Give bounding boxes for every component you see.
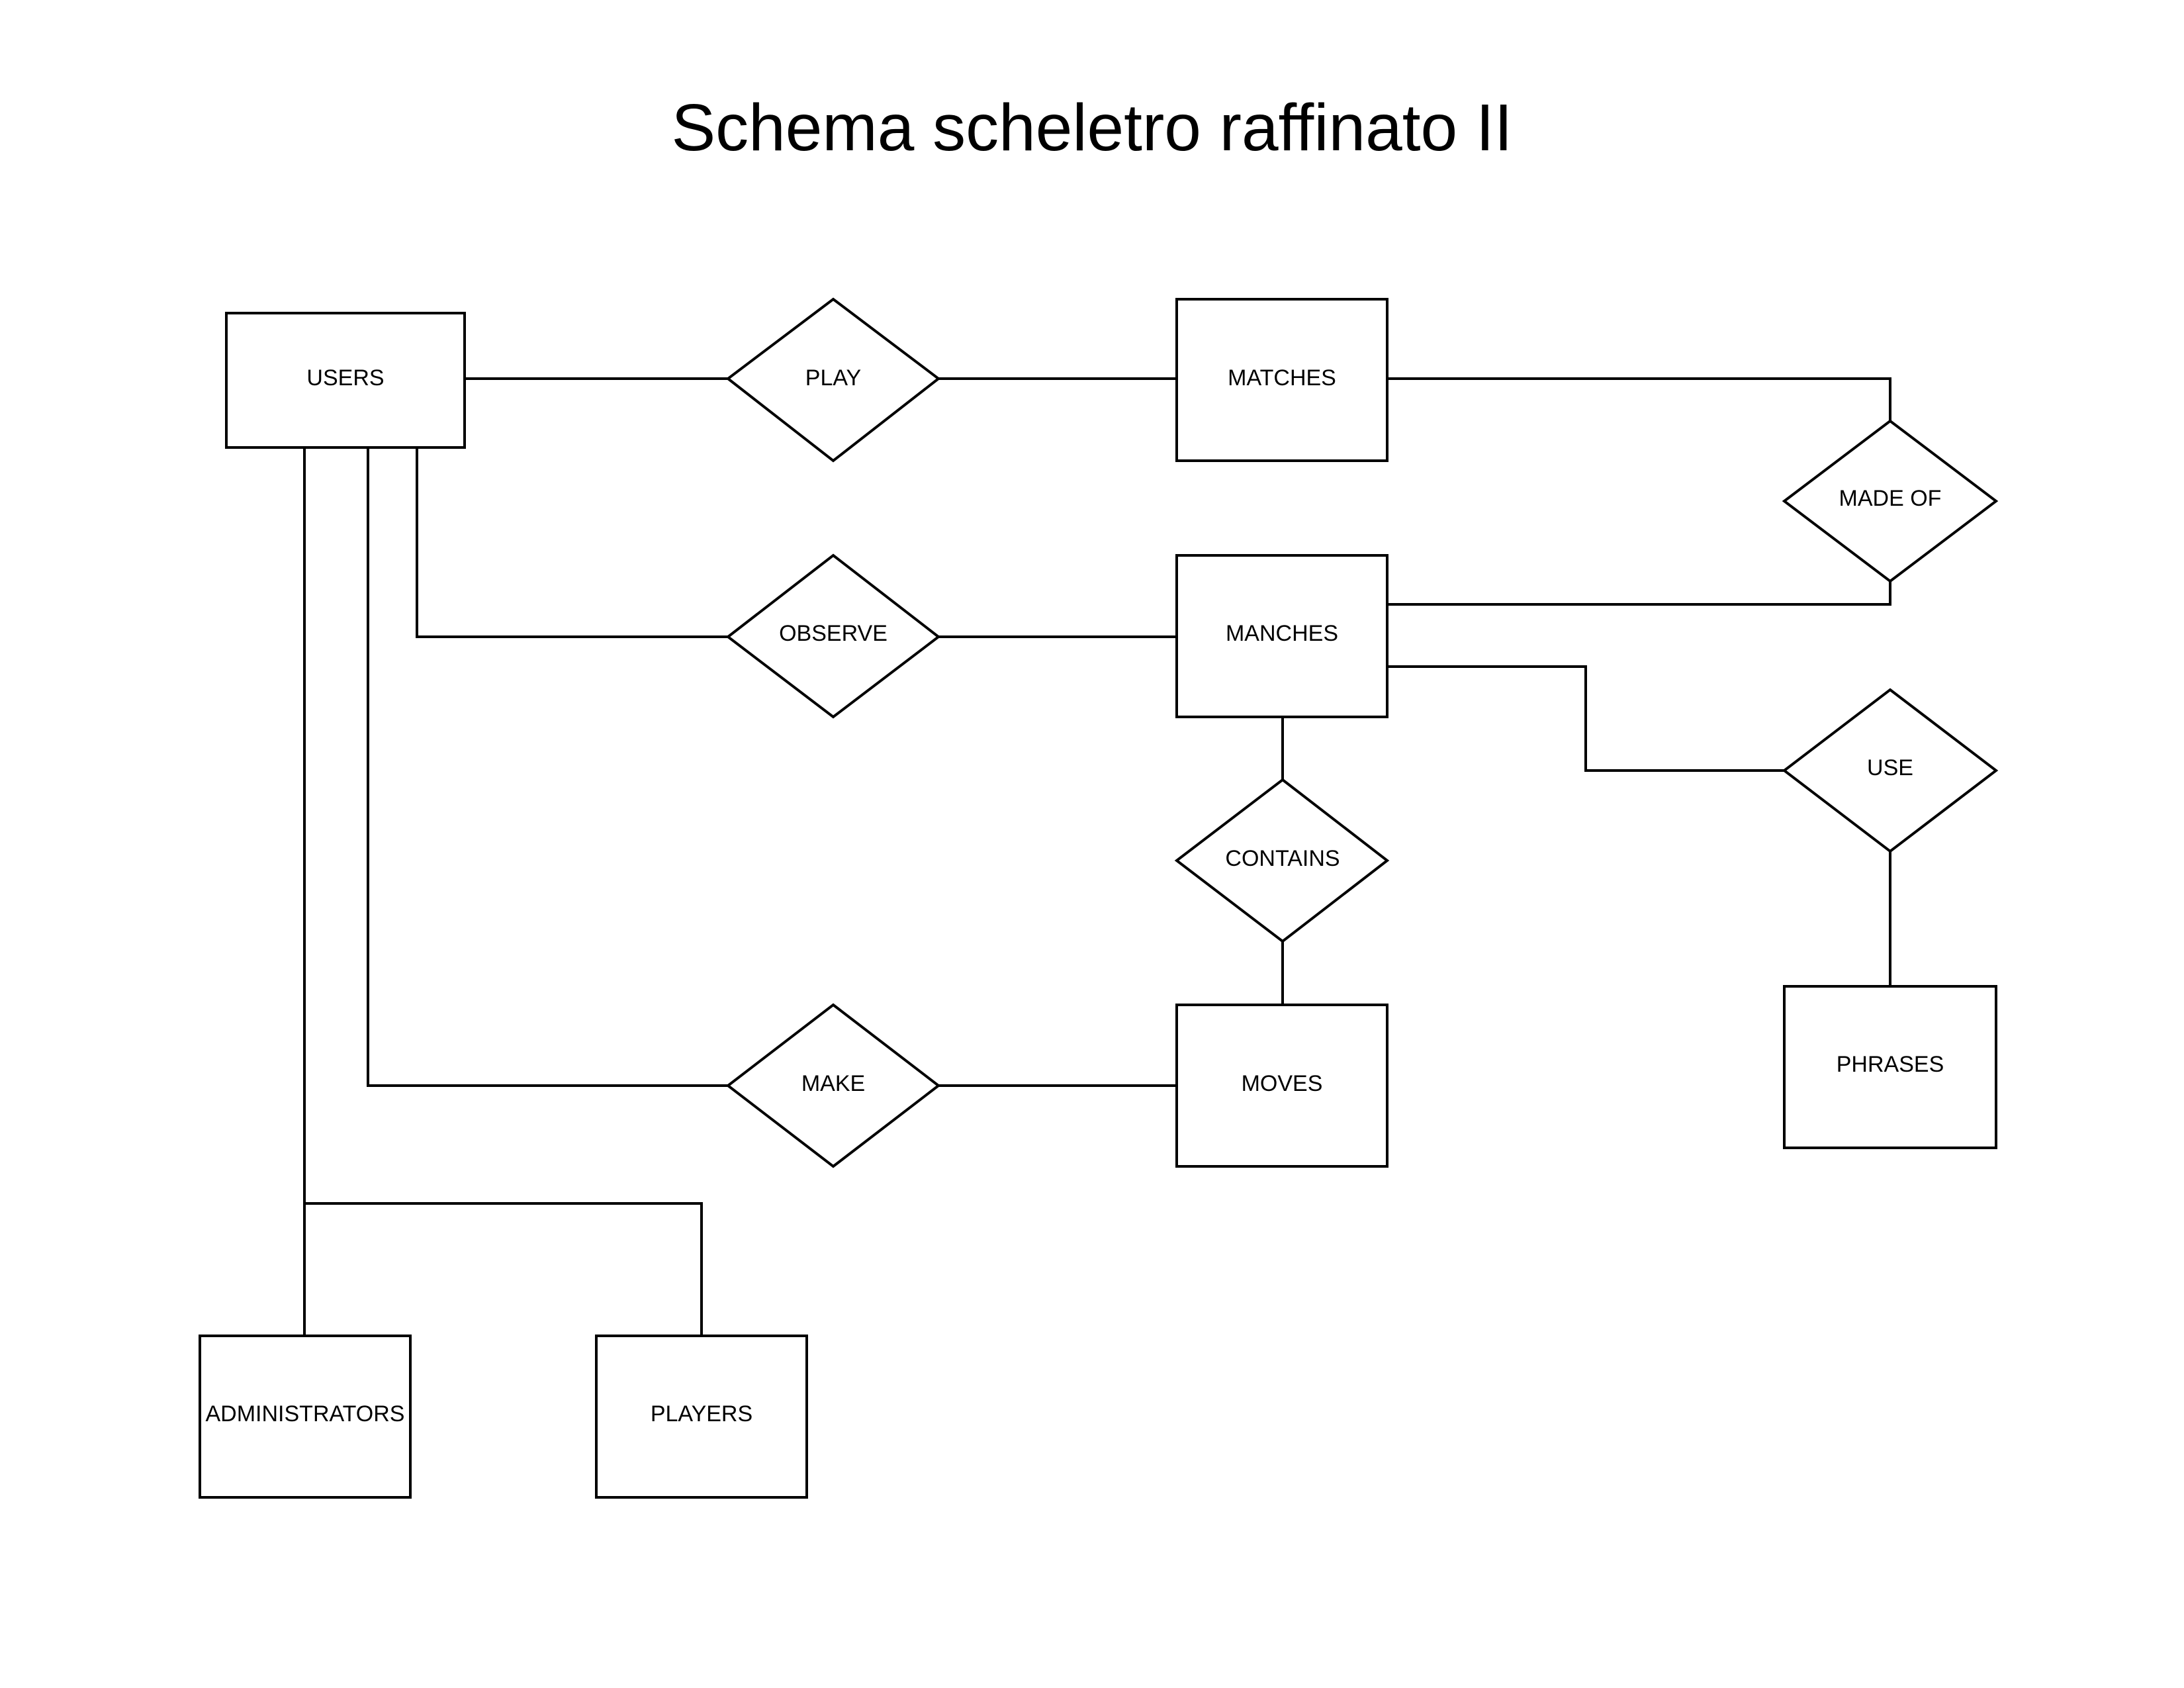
connector-manches-use xyxy=(1387,665,1784,772)
entity-label: MATCHES xyxy=(1228,365,1336,391)
connector-users-observe xyxy=(416,447,728,638)
relationship-diamond xyxy=(725,297,941,463)
entity-box xyxy=(595,1335,808,1499)
connector-users-make xyxy=(367,447,728,1087)
connectors xyxy=(303,377,1891,1336)
entity-moves[interactable]: MOVES xyxy=(1175,1004,1388,1168)
entity-administrators[interactable]: ADMINISTRATORS xyxy=(199,1335,412,1499)
relationship-label: OBSERVE xyxy=(779,621,887,646)
relationship-label: MAKE xyxy=(801,1071,865,1096)
connector-isa-players xyxy=(304,1202,703,1336)
entity-box xyxy=(199,1335,412,1499)
entity-label: MOVES xyxy=(1242,1071,1323,1096)
relationship-diamond xyxy=(725,1003,941,1168)
entity-phrases[interactable]: PHRASES xyxy=(1783,985,1997,1149)
relationship-label: CONTAINS xyxy=(1225,846,1340,871)
relationship-diamond xyxy=(1782,688,1999,853)
relationship-contains[interactable]: CONTAINS xyxy=(1174,778,1390,943)
entity-manches[interactable]: MANCHES xyxy=(1175,554,1388,718)
relationship-make[interactable]: MAKE xyxy=(725,1003,941,1168)
connector-matches-madeof xyxy=(1387,377,1891,421)
relationship-play[interactable]: PLAY xyxy=(725,297,941,463)
entity-users[interactable]: USERS xyxy=(225,312,466,449)
entity-players[interactable]: PLAYERS xyxy=(595,1335,808,1499)
relationship-diamond xyxy=(1174,778,1390,943)
relationship-diamond xyxy=(725,553,941,719)
entity-label: PLAYERS xyxy=(651,1401,752,1427)
entity-label: ADMINISTRATORS xyxy=(206,1401,405,1427)
entity-box xyxy=(225,312,466,449)
relationship-use[interactable]: USE xyxy=(1782,688,1999,853)
relationship-label: MADE OF xyxy=(1839,486,1942,511)
diagram-title: Schema scheletro raffinato II xyxy=(671,91,1512,165)
relationship-label: PLAY xyxy=(805,365,861,391)
entity-box xyxy=(1175,298,1388,462)
entity-matches[interactable]: MATCHES xyxy=(1175,298,1388,462)
relationship-label: USE xyxy=(1867,755,1913,780)
entity-box xyxy=(1175,554,1388,718)
entity-box xyxy=(1175,1004,1388,1168)
entity-label: MANCHES xyxy=(1226,621,1338,646)
entity-label: PHRASES xyxy=(1837,1052,1944,1077)
entity-label: USERS xyxy=(306,365,384,391)
relationship-observe[interactable]: OBSERVE xyxy=(725,553,941,719)
relationship-made-of[interactable]: MADE OF xyxy=(1782,419,1999,583)
relationship-diamond xyxy=(1782,419,1999,583)
entity-box xyxy=(1783,985,1997,1149)
connector-madeof-manches xyxy=(1387,581,1891,606)
